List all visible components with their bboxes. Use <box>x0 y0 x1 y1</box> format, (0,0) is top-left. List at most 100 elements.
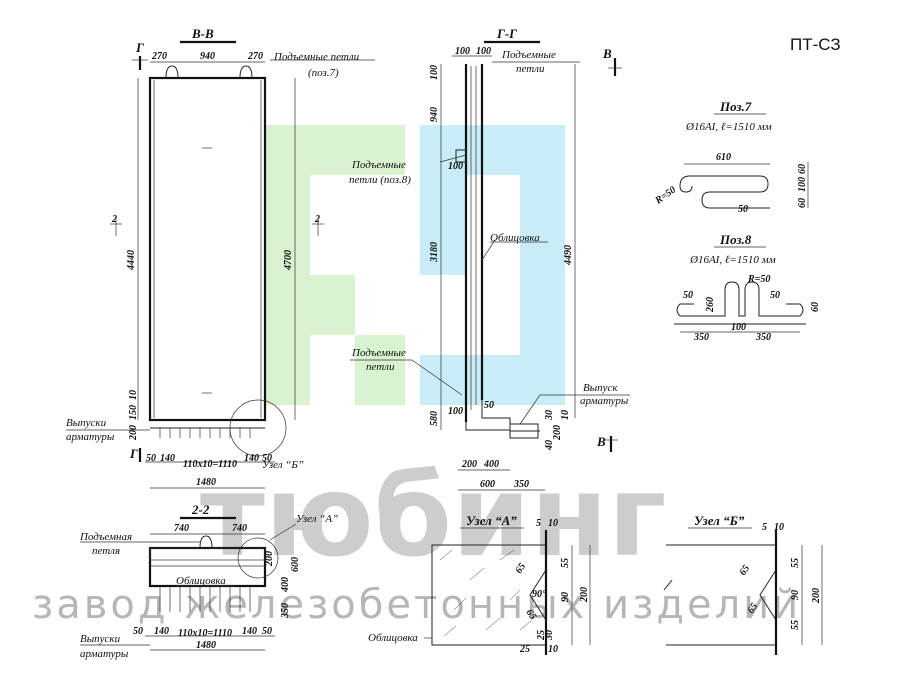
dim: 610 <box>716 152 731 163</box>
dim: 30 <box>544 630 555 641</box>
dim: 30 <box>544 410 555 421</box>
dim: 350 <box>755 332 771 343</box>
panel-outline <box>148 76 267 422</box>
watermark-block <box>265 175 310 405</box>
dim: 100 <box>476 46 491 57</box>
dim: 5 <box>762 522 767 533</box>
outlets-label-2: арматуры <box>66 431 115 443</box>
section-22-cladding: Облицовка <box>176 575 226 587</box>
dim: R=50 <box>653 185 678 207</box>
watermark-block <box>420 175 465 275</box>
mid-loops-label-2: петли (поз.8) <box>349 174 411 186</box>
dim: 140 <box>154 626 169 637</box>
dim: R=50 <box>747 274 770 285</box>
dim: 260 <box>705 297 716 313</box>
cut-mark-v-top: В <box>602 46 612 61</box>
outlets-label-1: Выпуски <box>66 417 107 429</box>
pos7-spec: Ø16AI, ℓ=1510 мм <box>685 121 772 133</box>
watermark: тюбинг завод железобетонных изделий <box>32 125 798 628</box>
dim: 940 <box>429 107 440 122</box>
dim: 350 <box>693 332 709 343</box>
dim: 10 <box>548 644 558 655</box>
section-mark-left: 2 <box>111 214 117 225</box>
section-22-loop-label-2: петля <box>92 545 120 557</box>
dim: 100 <box>797 177 808 192</box>
lifting-loop-right <box>239 65 253 79</box>
dim: 200 <box>264 551 275 567</box>
section-22-node-a: Узел “А” <box>296 513 338 525</box>
watermark-block <box>310 275 355 335</box>
dim: 400 <box>483 459 499 470</box>
dim: 50 <box>262 453 272 464</box>
pos8-title: Поз.8 <box>719 232 752 247</box>
dim: 4490 <box>563 245 574 266</box>
node-b-callout <box>229 399 287 457</box>
cut-mark-top: Г <box>135 40 144 55</box>
section-22-outlets-2: арматуры <box>80 648 129 660</box>
dim: 4700 <box>283 250 294 271</box>
dim: 10 <box>560 410 571 420</box>
dim: 1480 <box>196 640 216 651</box>
pos7-title: Поз.7 <box>719 99 752 114</box>
dim: 4440 <box>126 250 137 271</box>
section-gg-title: Г-Г <box>496 26 517 41</box>
section-vv: В-В Г 270 940 270 Подъемные петли (поз.7… <box>66 26 375 489</box>
dim: 90 <box>560 592 571 602</box>
watermark-block <box>520 175 565 405</box>
section-22: 2-2 740 740 Подъемная петля Узел “А” Обл… <box>79 502 338 660</box>
node-a-title: Узел “А” <box>466 513 517 528</box>
sheet-code: ПТ-СЗ <box>790 35 841 54</box>
dim: 50 <box>770 290 780 301</box>
lifting-loops-label: Подъемные петли <box>273 51 360 63</box>
dim: 740 <box>174 523 189 534</box>
lower-loops-label-1: Подъемные <box>351 347 406 359</box>
dim: 60 <box>810 302 821 312</box>
dim: 350 <box>513 479 529 490</box>
node-a-cladding: Облицовка <box>368 632 418 644</box>
lifting-loops-ref: (поз.7) <box>308 67 339 79</box>
dim: 90° <box>532 589 546 600</box>
dim: 600 <box>480 479 495 490</box>
outlet-label-1: Выпуск <box>583 382 618 394</box>
dim: 50 <box>683 290 693 301</box>
dim: 55 <box>790 558 801 568</box>
dim: 60 <box>797 164 808 174</box>
watermark-block <box>420 355 520 405</box>
outlet-label-2: арматуры <box>580 395 629 407</box>
dim: 3180 <box>429 242 440 263</box>
section-22-title: 2-2 <box>191 502 210 517</box>
dim: 100 <box>429 65 440 80</box>
dim: 100 <box>448 406 463 417</box>
dim: 200 <box>811 588 822 604</box>
dim: 25 <box>536 630 547 641</box>
dim: 580 <box>429 411 440 426</box>
section-vv-title: В-В <box>191 26 214 41</box>
dim: 60 <box>797 198 808 208</box>
dim: 10 <box>774 522 784 533</box>
dim: 40 <box>544 440 555 451</box>
dim: 140 <box>244 453 259 464</box>
watermark-block <box>420 125 565 175</box>
pos7-bar <box>679 175 770 209</box>
lower-loops-label-2: петли <box>366 361 395 373</box>
dim: 5 <box>536 518 541 529</box>
dim: 1480 <box>196 477 216 488</box>
dim: 140 <box>242 626 257 637</box>
section-gg: Г-Г В 100 100 Подъемные петли 100 940 31… <box>349 26 630 491</box>
dim: 55 <box>790 620 801 630</box>
dim: 110x10=1110 <box>183 459 237 470</box>
dim: 100 <box>448 161 463 172</box>
dim: 600 <box>290 557 301 572</box>
dim: 100 <box>455 46 470 57</box>
cut-mark-bottom: Г <box>129 446 138 461</box>
dim: 50 <box>146 453 156 464</box>
dim: 50 <box>133 626 143 637</box>
dim: 270 <box>247 51 263 62</box>
dim: 55 <box>560 558 571 568</box>
node-b-title: Узел “Б” <box>694 513 745 528</box>
dim: 140 <box>160 453 175 464</box>
pos8-bar <box>680 281 800 317</box>
upper-loops-label-1: Подъемные <box>501 49 556 61</box>
section-22-loop-label-1: Подъемная <box>79 531 132 543</box>
